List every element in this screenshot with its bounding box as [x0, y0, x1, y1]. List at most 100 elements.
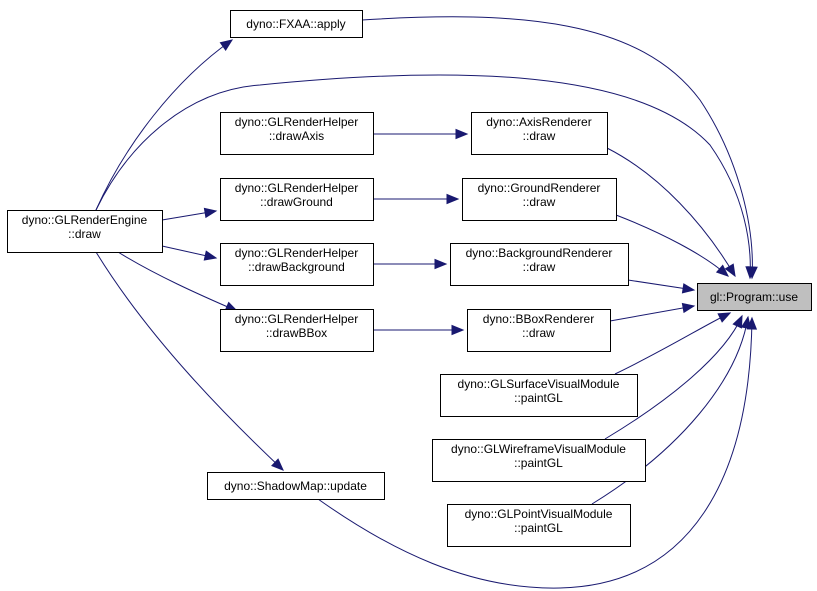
node-box — [207, 472, 385, 500]
node-axis-renderer-draw[interactable]: dyno::AxisRenderer::draw — [471, 112, 608, 155]
arrowhead — [271, 458, 284, 471]
node-box — [462, 178, 617, 221]
arrowhead — [446, 193, 460, 205]
edge-fxaa-apply-to-program-use — [361, 16, 758, 280]
edge-background-renderer-draw-to-program-use — [627, 279, 696, 294]
edge-line — [614, 312, 731, 375]
node-fxaa-apply[interactable]: dyno::FXAA::apply — [230, 10, 363, 38]
arrowhead — [681, 283, 696, 294]
arrowhead — [434, 258, 448, 270]
arrowhead — [451, 324, 465, 336]
node-label: dyno::GroundRenderer — [478, 181, 601, 195]
node-label-line-2: ::draw — [523, 260, 556, 274]
node-box — [447, 504, 631, 547]
node-helper-draw-axis[interactable]: dyno::GLRenderHelper::drawAxis — [220, 112, 374, 155]
edge-render-engine-draw-to-helper-draw-bbox — [117, 251, 239, 312]
node-background-renderer-draw[interactable]: dyno::BackgroundRenderer::draw — [450, 243, 629, 286]
edge-helper-draw-axis-to-axis-renderer-draw — [373, 128, 469, 140]
edge-bbox-renderer-draw-to-program-use — [609, 302, 696, 322]
node-shadowmap-update[interactable]: dyno::ShadowMap::update — [207, 472, 385, 500]
node-label-line-2: ::draw — [523, 129, 556, 143]
edge-helper-draw-background-to-background-renderer-draw — [373, 258, 448, 270]
node-box — [220, 178, 374, 221]
edge-shadowmap-update-to-program-use — [317, 316, 758, 589]
node-ground-renderer-draw[interactable]: dyno::GroundRenderer::draw — [462, 178, 617, 221]
arrowhead — [747, 266, 758, 280]
node-box — [220, 112, 374, 155]
node-box — [440, 374, 638, 417]
node-box — [432, 439, 646, 482]
node-box — [467, 309, 611, 352]
node-box — [697, 283, 812, 311]
node-surface-module-paint[interactable]: dyno::GLSurfaceVisualModule::paintGL — [440, 374, 638, 417]
edge-ground-renderer-draw-to-program-use — [615, 214, 729, 277]
edge-line — [117, 251, 238, 312]
node-point-module-paint[interactable]: dyno::GLPointVisualModule::paintGL — [447, 504, 631, 547]
node-label: dyno::GLRenderHelper — [235, 115, 358, 129]
node-render-engine-draw[interactable]: dyno::GLRenderEngine::draw — [7, 210, 163, 253]
node-label-line-2: ::drawBackground — [248, 260, 345, 274]
arrowhead — [455, 128, 469, 140]
arrowhead — [219, 39, 234, 51]
edge-line — [615, 214, 729, 277]
arrowhead — [717, 312, 732, 323]
node-label: dyno::GLRenderHelper — [235, 181, 358, 195]
node-label-line-2: ::draw — [68, 227, 101, 241]
node-label-line-2: ::paintGL — [514, 456, 563, 470]
edge-surface-module-paint-to-program-use — [614, 312, 732, 375]
node-label: dyno::BackgroundRenderer — [466, 246, 613, 260]
arrowhead — [715, 264, 729, 277]
arrowhead — [681, 302, 696, 314]
node-box — [450, 243, 629, 286]
node-label: dyno::AxisRenderer — [486, 115, 591, 129]
node-wireframe-module-paint[interactable]: dyno::GLWireframeVisualModule::paintGL — [432, 439, 646, 482]
node-label: dyno::GLRenderHelper — [235, 246, 358, 260]
edge-line — [606, 147, 736, 277]
edge-line — [591, 316, 749, 505]
arrowhead — [203, 250, 218, 261]
edge-line — [95, 74, 751, 279]
nodes-layer: dyno::FXAA::applydyno::GLRenderEngine::d… — [7, 10, 812, 547]
edge-render-engine-draw-to-helper-draw-ground — [161, 207, 218, 221]
node-label-line-2: ::drawBBox — [266, 326, 327, 340]
node-bbox-renderer-draw[interactable]: dyno::BBoxRenderer::draw — [467, 309, 611, 352]
edge-render-engine-draw-to-fxaa-apply — [95, 39, 234, 211]
node-label-line-2: ::drawGround — [260, 195, 333, 209]
node-label-line-2: ::draw — [522, 326, 555, 340]
node-box — [7, 210, 163, 253]
node-label-line-2: ::paintGL — [514, 521, 563, 535]
node-label: dyno::GLRenderHelper — [235, 312, 358, 326]
edge-line — [361, 16, 753, 279]
edge-line — [604, 315, 743, 440]
edge-helper-draw-ground-to-ground-renderer-draw — [373, 193, 460, 205]
edge-render-engine-draw-to-helper-draw-background — [161, 245, 218, 261]
node-label-line-2: ::draw — [523, 195, 556, 209]
arrowhead — [732, 314, 743, 329]
arrowhead — [746, 316, 758, 330]
node-label: dyno::FXAA::apply — [246, 17, 345, 31]
edge-line — [609, 305, 695, 322]
node-box — [220, 243, 374, 286]
node-label: dyno::GLSurfaceVisualModule — [458, 377, 620, 391]
edges-layer — [95, 16, 758, 589]
edge-render-engine-draw-to-shadowmap-update — [95, 251, 284, 471]
node-label-line-2: ::drawAxis — [269, 129, 324, 143]
edge-helper-draw-bbox-to-bbox-renderer-draw — [373, 324, 465, 336]
arrowhead — [203, 207, 218, 219]
node-box — [471, 112, 608, 155]
node-label: dyno::GLWireframeVisualModule — [451, 442, 626, 456]
edge-render-engine-draw-to-program-use — [95, 74, 756, 280]
node-label-line-2: ::paintGL — [514, 391, 563, 405]
edge-wireframe-module-paint-to-program-use — [604, 314, 743, 440]
node-helper-draw-bbox[interactable]: dyno::GLRenderHelper::drawBBox — [220, 309, 374, 352]
node-label: dyno::ShadowMap::update — [224, 479, 367, 493]
edge-line — [95, 39, 233, 211]
node-helper-draw-ground[interactable]: dyno::GLRenderHelper::drawGround — [220, 178, 374, 221]
node-label: dyno::GLPointVisualModule — [465, 507, 613, 521]
edge-axis-renderer-draw-to-program-use — [606, 147, 736, 278]
edge-line — [95, 251, 284, 471]
node-helper-draw-background[interactable]: dyno::GLRenderHelper::drawBackground — [220, 243, 374, 286]
edge-line — [317, 317, 753, 589]
node-box — [230, 10, 363, 38]
